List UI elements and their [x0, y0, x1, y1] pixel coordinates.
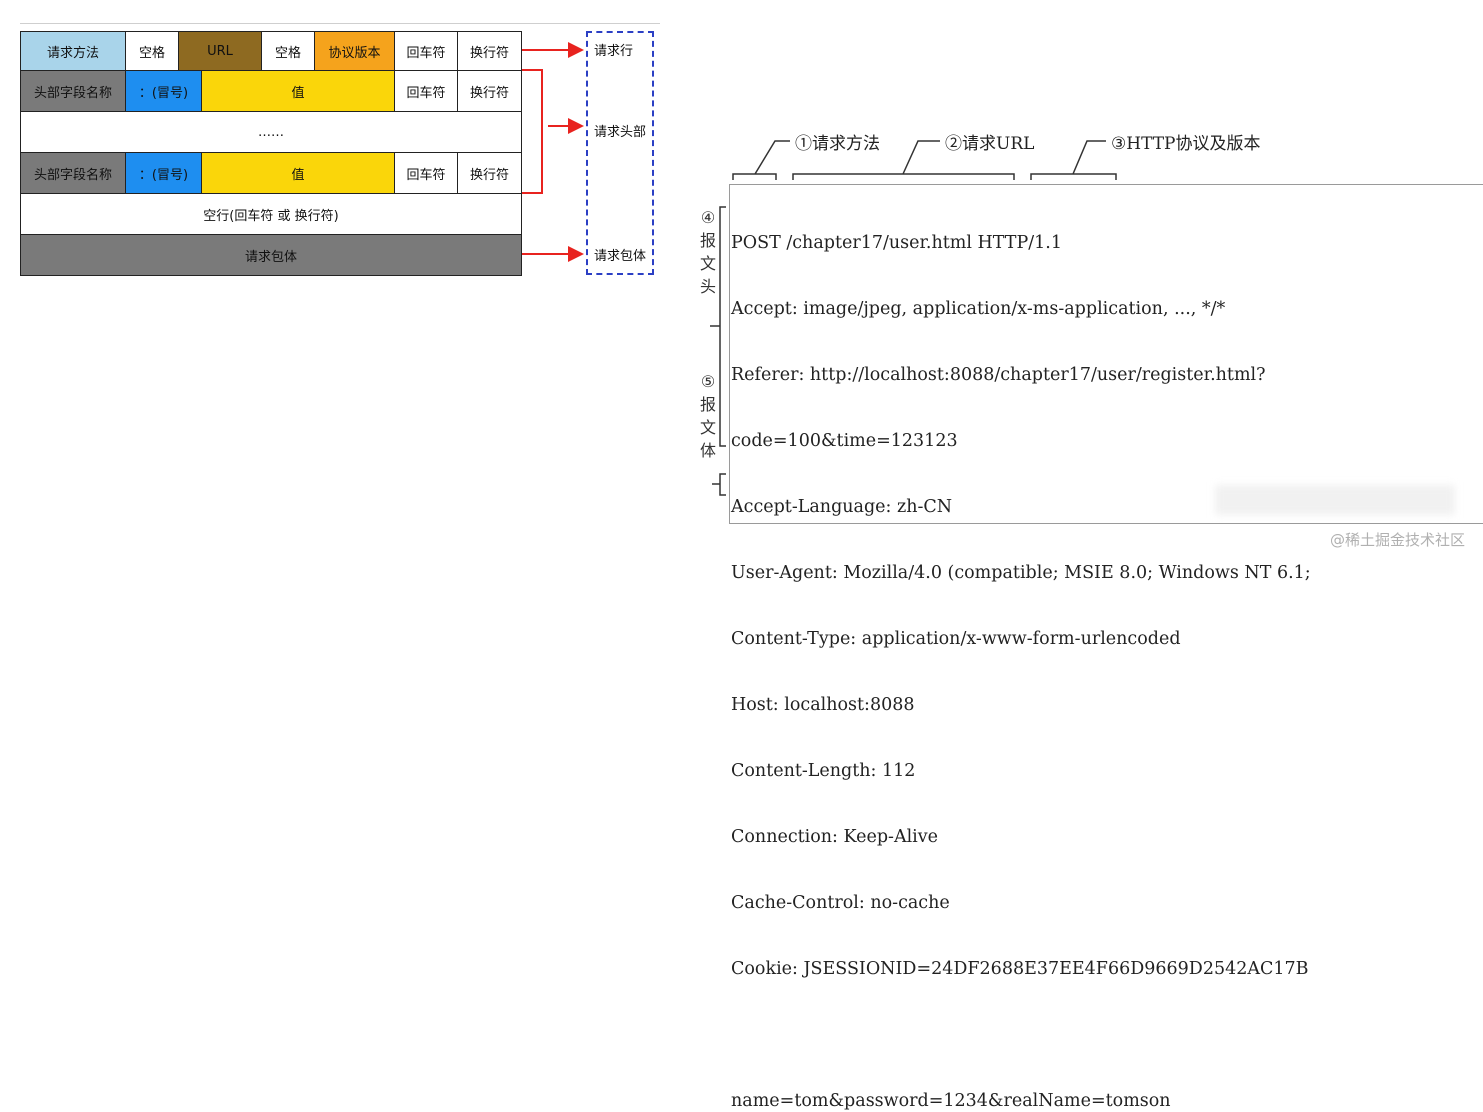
- label-request-line: 请求行: [594, 44, 634, 59]
- label-http-version: ③HTTP协议及版本: [1111, 134, 1261, 154]
- cell-request-method: 请求方法: [20, 31, 126, 71]
- code-line: POST /chapter17/user.html HTTP/1.1: [731, 233, 1062, 253]
- cell-header-name-1: 头部字段名称: [20, 70, 126, 112]
- label-message-body: ⑤ 报 文 体: [699, 372, 716, 460]
- top-rule: [20, 23, 660, 24]
- connector-method: [732, 140, 790, 180]
- code-line: Cache-Control: no-cache: [731, 893, 950, 913]
- section-dashed-box: [586, 31, 654, 275]
- code-line: [731, 1024, 1311, 1046]
- code-line: User-Agent: Mozilla/4.0 (compatible; MSI…: [731, 563, 1311, 583]
- cell-request-body: 请求包体: [20, 234, 522, 276]
- code-box: [729, 184, 1483, 524]
- blurred-patch: [1215, 485, 1455, 515]
- code-line: Connection: Keep-Alive: [731, 827, 939, 847]
- code-line: Accept-Language: zh-CN: [731, 497, 953, 517]
- cell-value-1: 值: [201, 70, 395, 112]
- code-line: Cookie: JSESSIONID=24DF2688E37EE4F66D966…: [731, 959, 1309, 979]
- cell-header-name-2: 头部字段名称: [20, 152, 126, 194]
- code-line: name=tom&password=1234&realName=tomson: [731, 1091, 1171, 1111]
- bracket-message-body: [712, 473, 726, 496]
- code-line: Content-Type: application/x-www-form-url…: [731, 629, 1181, 649]
- bracket-message-header: [710, 206, 726, 447]
- code-line: Content-Length: 112: [731, 761, 916, 781]
- label-request-body: 请求包体: [594, 249, 647, 264]
- cell-ellipsis: ……: [20, 111, 522, 153]
- connector-url: [792, 140, 1015, 180]
- label-message-header: ④ 报 文 头: [699, 208, 716, 296]
- cell-cr-1: 回车符: [394, 31, 458, 71]
- cell-value-2: 值: [201, 152, 395, 194]
- cell-lf-3: 换行符: [457, 152, 522, 194]
- label-request-method: ①请求方法: [795, 134, 880, 154]
- cell-lf-1: 换行符: [457, 31, 522, 71]
- bracket-header: [522, 69, 543, 194]
- label-request-url: ②请求URL: [945, 134, 1035, 154]
- cell-cr-3: 回车符: [394, 152, 458, 194]
- watermark: @稀土掘金技术社区: [1329, 531, 1465, 549]
- connector-version: [1030, 140, 1117, 180]
- code-line: Host: localhost:8088: [731, 695, 915, 715]
- connector-overlay: [522, 42, 1117, 496]
- code-line: code=100&time=123123: [731, 431, 958, 451]
- code-line: Accept: image/jpeg, application/x-ms-app…: [731, 299, 1226, 319]
- cell-url: URL: [178, 31, 262, 71]
- code-line: Referer: http://localhost:8088/chapter17…: [731, 365, 1266, 385]
- label-request-header: 请求头部: [594, 125, 647, 140]
- cell-protocol-version: 协议版本: [314, 31, 395, 71]
